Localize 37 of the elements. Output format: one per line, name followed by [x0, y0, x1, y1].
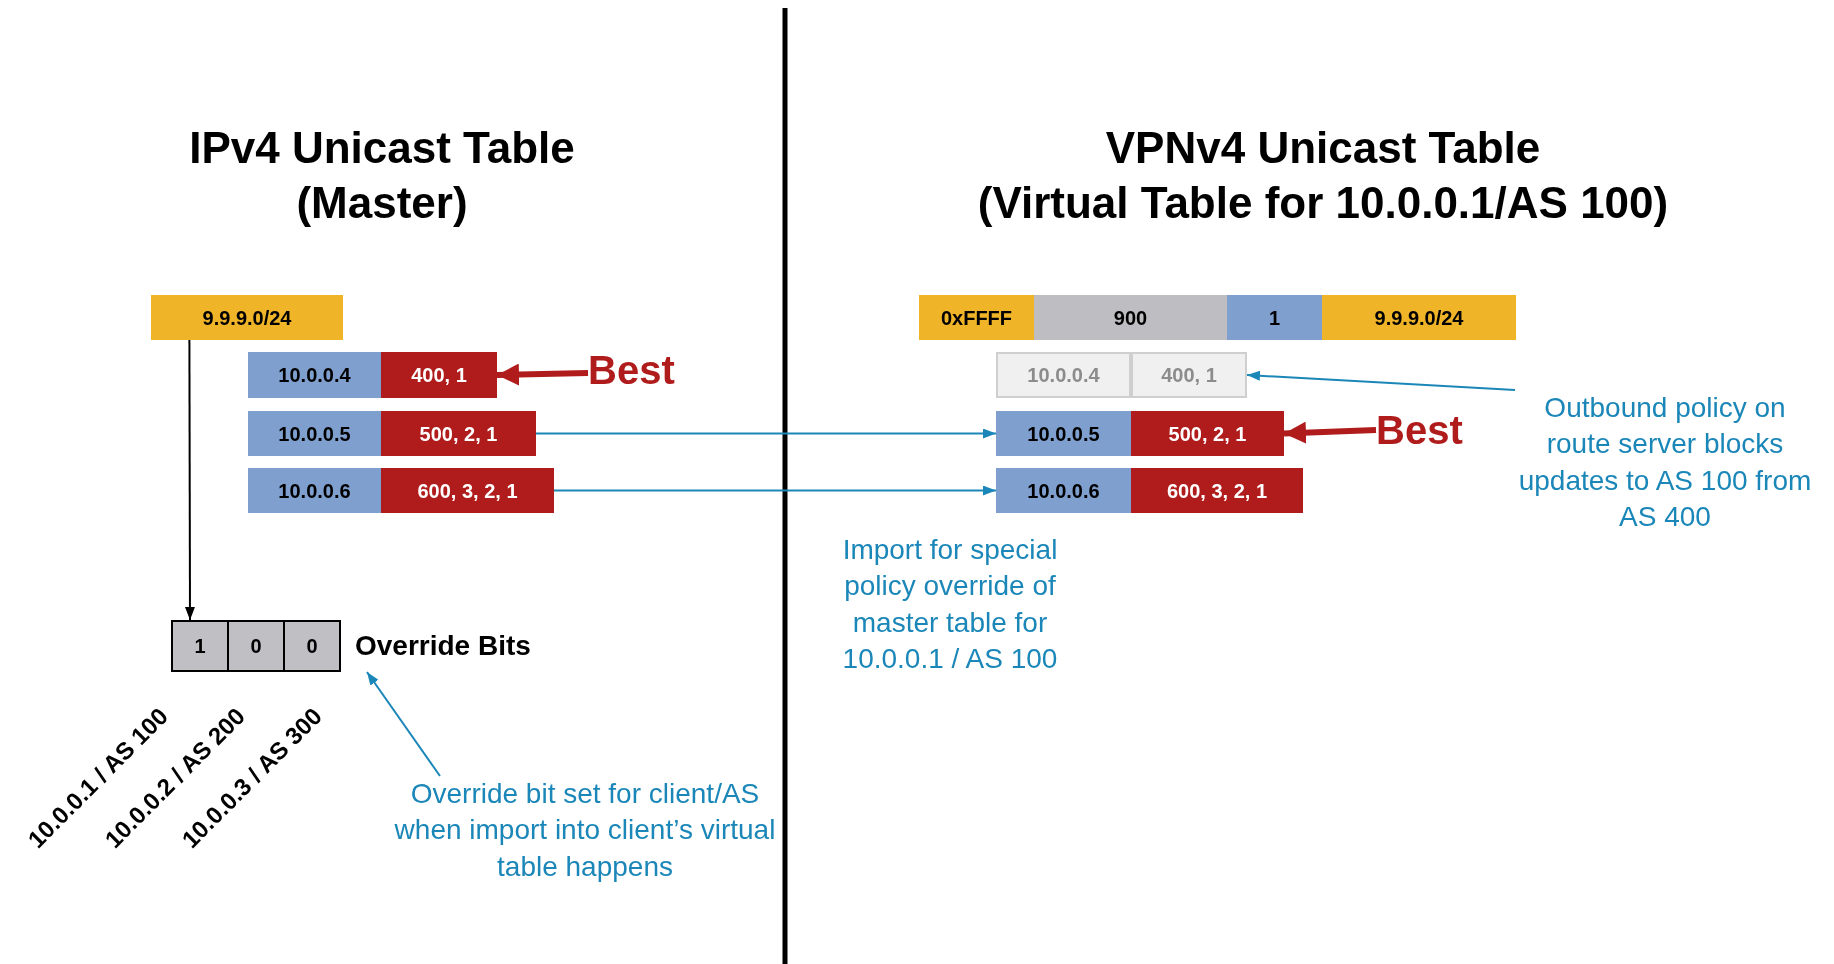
bit-cell: 0 — [227, 620, 285, 672]
path-cell: 500, 2, 1 — [1131, 411, 1284, 456]
path-cell: 600, 3, 2, 1 — [381, 468, 554, 513]
arrow — [553, 485, 997, 496]
address-cell: 1 — [1227, 295, 1322, 340]
path-cell: 400, 1 — [381, 352, 497, 398]
field-cell: 900 — [1034, 295, 1227, 340]
arrow — [496, 363, 589, 386]
address-cell: 10.0.0.5 — [996, 411, 1131, 456]
best-label: Best — [588, 345, 688, 395]
blocked-cell: 10.0.0.4 — [996, 352, 1131, 398]
annotation-text: Outbound policy on route server blocks updates to AS 100 from AS 400 — [1515, 390, 1815, 550]
annotation-text: Override bit set for client/AS when import into client’s virtual table happens — [389, 776, 781, 926]
arrow — [184, 339, 195, 621]
path-cell: 500, 2, 1 — [381, 411, 536, 456]
blocked-cell: 400, 1 — [1131, 352, 1247, 398]
bit-cell: 1 — [171, 620, 229, 672]
table-heading: Override Bits — [355, 629, 531, 663]
table-title: (Virtual Table for 10.0.0.1/AS 100) — [976, 177, 1670, 229]
address-cell: 10.0.0.4 — [248, 352, 381, 398]
bit-cell: 0 — [283, 620, 341, 672]
address-cell: 10.0.0.6 — [996, 468, 1131, 513]
arrow — [366, 671, 441, 777]
annotation-text: Import for special policy override of master table for 10.0.0.1 / AS 100 — [841, 533, 1059, 677]
address-cell: 10.0.0.6 — [248, 468, 381, 513]
table-title: VPNv4 Unicast Table — [1104, 122, 1542, 174]
table-title: (Master) — [295, 177, 469, 229]
path-cell: 600, 3, 2, 1 — [1131, 468, 1303, 513]
prefix-cell: 9.9.9.0/24 — [1322, 295, 1516, 340]
table-title: IPv4 Unicast Table — [188, 122, 576, 174]
arrow — [1246, 370, 1516, 391]
arrow — [1283, 421, 1377, 444]
prefix-cell: 9.9.9.0/24 — [151, 295, 343, 340]
address-cell: 10.0.0.5 — [248, 411, 381, 456]
arrow — [535, 428, 997, 439]
prefix-cell: 0xFFFF — [919, 295, 1034, 340]
best-label: Best — [1376, 405, 1476, 455]
